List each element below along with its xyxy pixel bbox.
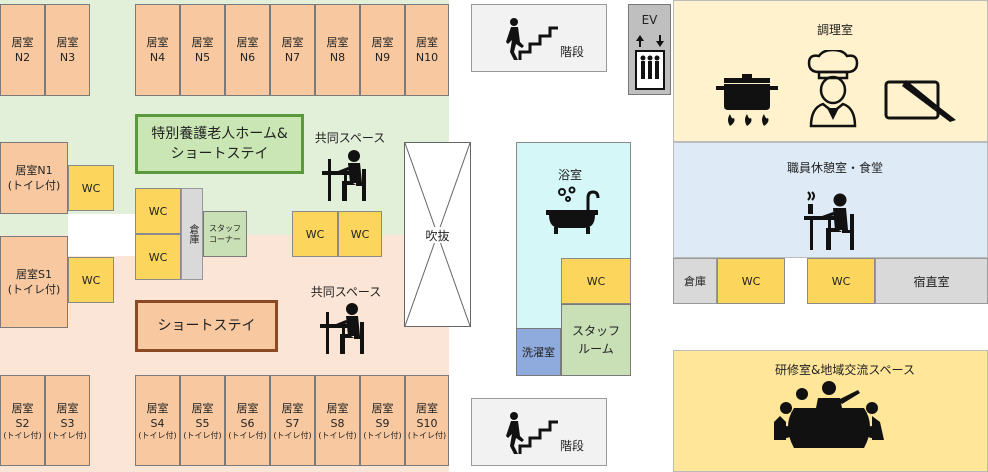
elevator-label: EV: [641, 13, 658, 27]
staff-lounge-label: 職員休憩室・食堂: [786, 160, 883, 175]
person-at-desk-icon: [802, 190, 858, 252]
wc-bath[interactable]: WC: [561, 258, 631, 304]
storage-east[interactable]: 倉庫: [673, 258, 717, 304]
atrium: 吹抜: [404, 142, 471, 327]
atrium-label: 吹抜: [415, 227, 460, 243]
unit-title-north: 特別養護老人ホーム&ショートステイ: [135, 114, 304, 174]
elevator-icon: [635, 35, 665, 90]
storage-center[interactable]: 倉庫: [181, 188, 203, 280]
common-space-south-label: 共同スペース: [310, 284, 382, 299]
meeting-table-icon: [772, 378, 886, 456]
wc-east-2[interactable]: WC: [807, 258, 875, 304]
person-at-desk-icon: [318, 300, 368, 356]
south-corridor-bottom: [0, 466, 449, 472]
wc-common-1[interactable]: WC: [292, 211, 338, 257]
stairs-icon: [506, 18, 558, 60]
corridor-gap-north: [90, 0, 135, 96]
stairs-south-label: 階段: [560, 439, 585, 453]
kitchen-label: 調理室: [816, 22, 853, 37]
staff-room[interactable]: スタッフルーム: [561, 304, 631, 376]
cutting-board-knife-icon: [884, 76, 960, 122]
bathtub-icon: [544, 186, 600, 236]
pot-stove-icon: [716, 72, 778, 130]
room-s1[interactable]: 居室S1(トイレ付): [0, 236, 68, 328]
unit-title-south: ショートステイ: [135, 300, 278, 352]
stairs-north-label: 階段: [560, 45, 585, 59]
elevator[interactable]: EV: [628, 4, 671, 95]
wc-common-2[interactable]: WC: [338, 211, 382, 257]
corridor-west: [68, 214, 135, 256]
north-corridor-top: [0, 0, 449, 4]
corridor-gap-south: [90, 375, 135, 472]
bathroom-label: 浴室: [557, 167, 582, 182]
wc-n1[interactable]: WC: [68, 165, 114, 211]
training-room-label: 研修室&地域交流スペース: [775, 362, 915, 377]
staff-corner[interactable]: スタッフコーナー: [203, 211, 247, 257]
common-space-north-label: 共同スペース: [314, 130, 386, 145]
stairs-north[interactable]: 階段: [471, 4, 607, 72]
wc-s1[interactable]: WC: [68, 257, 114, 303]
person-at-desk-icon: [320, 147, 370, 203]
night-duty-room[interactable]: 宿直室: [875, 258, 988, 304]
room-n1[interactable]: 居室N1(トイレ付): [0, 142, 68, 214]
wc-center-lower[interactable]: WC: [135, 234, 181, 280]
wc-center-upper[interactable]: WC: [135, 188, 181, 234]
stairs-icon: [506, 412, 558, 454]
stairs-south[interactable]: 階段: [471, 398, 607, 466]
corridor-east: [785, 258, 807, 304]
chef-icon: [805, 50, 861, 128]
wc-east-1[interactable]: WC: [717, 258, 785, 304]
laundry-room[interactable]: 洗濯室: [516, 328, 561, 376]
